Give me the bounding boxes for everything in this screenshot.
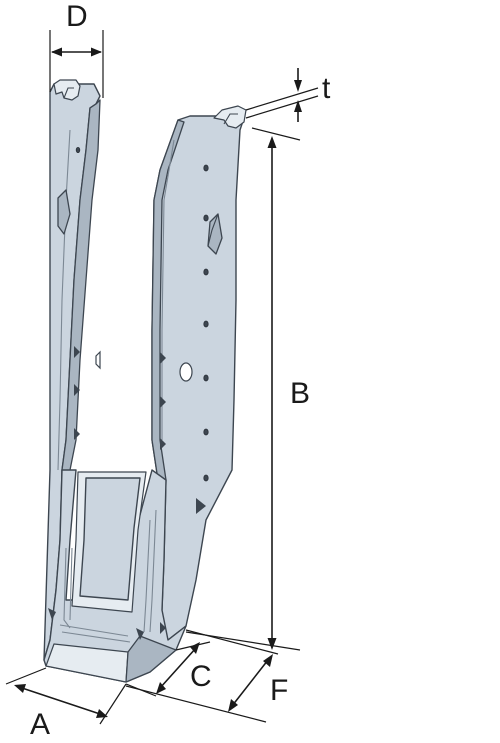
label-b: B: [290, 377, 310, 410]
label-t: t: [322, 72, 331, 105]
dimension-d: D: [49, 0, 104, 98]
nail-holes-right: [203, 164, 209, 482]
dimension-f: F: [125, 629, 288, 723]
left-notch: [95, 350, 101, 370]
prong-holes: [48, 346, 206, 640]
dimension-t: t: [245, 68, 331, 122]
center-hole: [179, 362, 193, 382]
dimension-a: A: [5, 667, 127, 741]
label-c: C: [190, 660, 212, 693]
left-tab: [57, 189, 71, 235]
nail-hole-left: [75, 146, 81, 153]
label-a: A: [30, 708, 50, 741]
label-f: F: [270, 674, 288, 707]
dimension-b: B: [185, 127, 310, 651]
label-d: D: [66, 0, 88, 33]
joist-hanger: [43, 79, 247, 683]
u-inner-back: [79, 477, 141, 601]
seat-front: [125, 635, 177, 683]
right-tab: [207, 213, 223, 255]
dimension-c: C: [125, 641, 212, 697]
